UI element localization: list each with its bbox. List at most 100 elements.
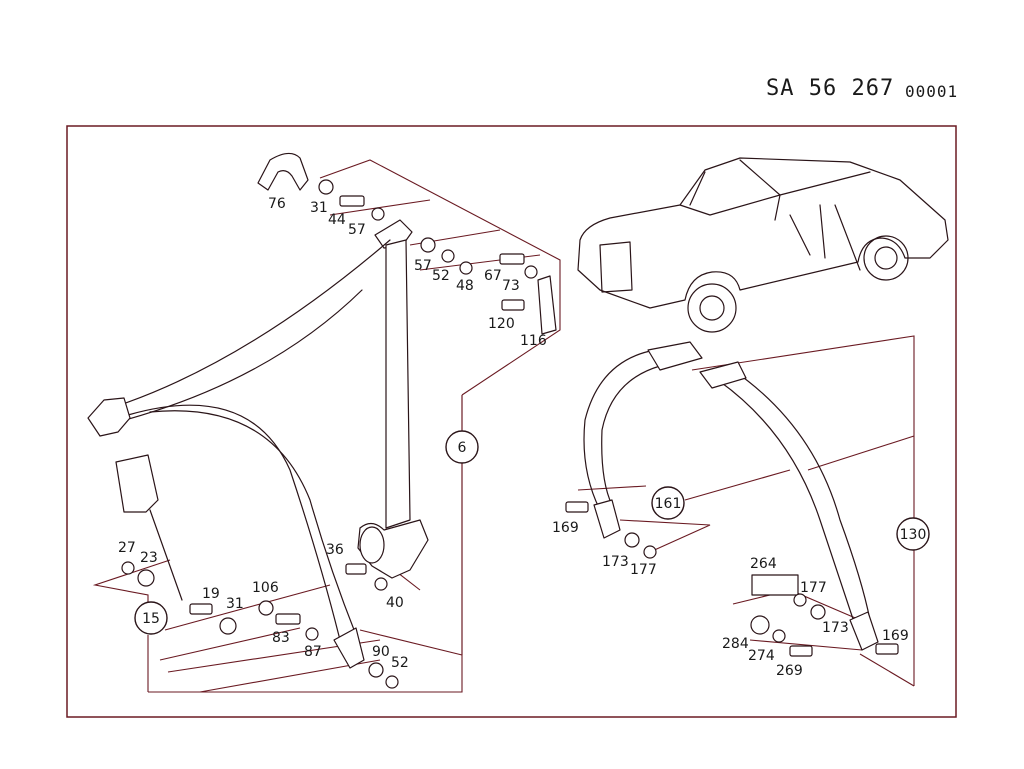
group-label: 130 [900, 527, 927, 543]
vehicle-location-sketch [577, 157, 949, 333]
washer-177b [793, 593, 807, 607]
retractor-drum [359, 526, 385, 564]
callout-52: 52 [391, 655, 409, 671]
lap-webbing-inner [149, 410, 359, 641]
bolt-19 [189, 603, 213, 615]
car-window-front [689, 159, 781, 221]
group-label: 15 [142, 611, 160, 627]
rear-long-strap-right [739, 374, 871, 621]
group-label: 6 [458, 440, 467, 456]
callout-90: 90 [372, 644, 390, 660]
group-bubble-130: 130 [896, 517, 930, 551]
drawing-frame [66, 125, 957, 718]
rear-wheel [863, 235, 909, 281]
shoulder-webbing-top [119, 239, 391, 406]
belt-guide-clip [257, 152, 309, 191]
spacer-48 [459, 261, 473, 275]
callout-57: 57 [414, 258, 432, 274]
bolt-44 [339, 195, 365, 207]
bracket-116 [537, 275, 557, 335]
callout-44: 44 [328, 212, 346, 228]
front-hub [699, 295, 725, 321]
callout-57: 57 [348, 222, 366, 238]
buckle-cable [149, 509, 183, 601]
rear-belt-strap-inner [601, 365, 661, 506]
callout-83: 83 [272, 630, 290, 646]
rear-hub [874, 246, 898, 270]
callout-23: 23 [140, 550, 158, 566]
buckle-housing [115, 454, 159, 513]
callout-31: 31 [226, 596, 244, 612]
cap-31 [219, 617, 237, 635]
lap-anchor-plate [333, 627, 365, 669]
nut-90 [368, 662, 384, 678]
rear-belt-strap-outer [583, 349, 656, 511]
callout-116: 116 [520, 333, 547, 349]
group-label: 161 [655, 496, 682, 512]
bolt-169a [565, 501, 589, 513]
washer-177a [643, 545, 657, 559]
rear-belt-leader-lines [577, 335, 915, 687]
callout-36: 36 [326, 542, 344, 558]
callout-269: 269 [776, 663, 803, 679]
washer-87 [305, 627, 319, 641]
front-seat-belt-assembly [87, 152, 557, 689]
rear-anchor-left [593, 499, 621, 539]
callout-177: 177 [800, 580, 827, 596]
washer-52 [441, 249, 455, 263]
group-bubble-161: 161 [651, 486, 685, 520]
callout-169: 169 [882, 628, 909, 644]
callout-73: 73 [502, 278, 520, 294]
car-grille [599, 241, 633, 293]
rear-anchor-right [849, 611, 879, 651]
callout-48: 48 [456, 278, 474, 294]
washer-40 [374, 577, 388, 591]
callout-120: 120 [488, 316, 515, 332]
reinforcement-plate-264 [751, 574, 799, 596]
callout-173: 173 [602, 554, 629, 570]
callout-284: 284 [722, 636, 749, 652]
vertical-belt-strap [385, 239, 411, 529]
washer-73 [524, 265, 538, 279]
rear-tongue [699, 361, 747, 389]
lap-webbing-outer [127, 404, 341, 641]
car-roof-line [679, 171, 871, 216]
callout-31: 31 [310, 200, 328, 216]
rear-buckle-upper [647, 341, 703, 371]
reference-code: SA 56 267 [766, 76, 895, 101]
bolt-120 [501, 299, 525, 311]
callout-27: 27 [118, 540, 136, 556]
washer-52b [385, 675, 399, 689]
car-interior-belts [789, 204, 861, 271]
group-bubble-6: 6 [445, 430, 479, 464]
nut-57b [420, 237, 436, 253]
washer-274 [772, 629, 786, 643]
callout-87: 87 [304, 644, 322, 660]
callout-264: 264 [750, 556, 777, 572]
callout-177: 177 [630, 562, 657, 578]
bolt-67 [499, 253, 525, 265]
front-wheel [687, 283, 737, 333]
callout-274: 274 [748, 648, 775, 664]
callout-52: 52 [432, 268, 450, 284]
group-bubble-15: 15 [134, 601, 168, 635]
callout-40: 40 [386, 595, 404, 611]
washer-173b [810, 604, 826, 620]
washer-27 [121, 561, 135, 575]
nut-57 [371, 207, 385, 221]
nut-284 [750, 615, 770, 635]
callout-169: 169 [552, 520, 579, 536]
washer-31 [318, 179, 334, 195]
rear-seat-belt-assembly [565, 341, 899, 657]
belt-tongue-upper [87, 397, 131, 437]
rear-long-strap-left [714, 377, 856, 626]
washer-106 [258, 600, 274, 616]
bolt-269 [789, 645, 813, 657]
nut-23 [137, 569, 155, 587]
callout-67: 67 [484, 268, 502, 284]
bolt-83 [275, 613, 301, 625]
reference-subcode: 00001 [905, 82, 959, 101]
washer-173a [624, 532, 640, 548]
